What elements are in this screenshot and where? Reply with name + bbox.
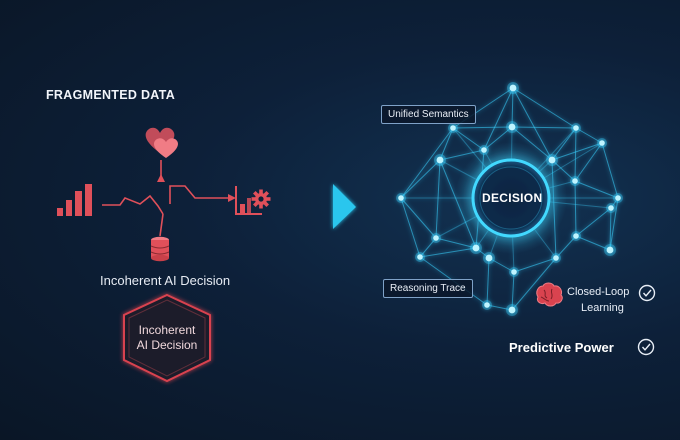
database-icon [150,236,170,262]
network-edge [511,271,515,311]
network-node [571,123,581,133]
network-node [396,193,406,203]
network-node [479,145,489,155]
network-edge [483,87,514,151]
network-node [431,233,441,243]
hexagon-label-line1: Incoherent [138,323,196,337]
network-edge [574,180,577,237]
network-edge [439,149,485,161]
network-node [448,123,458,133]
decision-core [455,142,567,254]
network-edge [400,197,437,239]
network-edge [511,257,557,311]
reasoning-trace-tag: Reasoning Trace [383,279,473,298]
network-node [509,267,519,277]
network-node [506,121,518,133]
check-circle-icon [638,284,656,302]
network-node [570,176,580,186]
transition-divider [333,80,356,395]
closed-loop-label-line2: Learning [581,302,624,314]
network-edge [551,127,577,161]
network-edge [511,126,577,129]
network-node [483,252,495,264]
network-node [470,242,482,254]
network-edge [601,142,619,199]
network-edge [551,142,603,161]
fragmented-connectors [102,160,230,237]
incoherent-hexagon [123,293,211,383]
network-edge [435,159,441,239]
network-edge [486,257,490,306]
fragmented-data-title: FRAGMENTED DATA [46,88,176,102]
network-edge [575,127,603,144]
network-node [482,300,492,310]
network-edge [575,207,612,237]
network-node [415,252,425,262]
network-node [546,154,558,166]
arrow-up-icon [157,174,165,182]
predictive-power-label: Predictive Power [509,340,614,355]
bar-chart-icon [57,184,92,216]
play-arrow-icon [333,184,356,229]
network-node [604,244,616,256]
connector-arrowheads [157,174,236,202]
network-node [597,138,607,148]
network-edge [452,126,513,129]
brain-icon [536,282,563,307]
network-edge [435,237,477,249]
network-edge [511,87,514,128]
network-edge [512,87,577,129]
network-edge [609,207,612,251]
incoherent-decision-caption: Incoherent AI Decision [100,273,231,288]
network-node [571,231,581,241]
closed-loop-label-line1: Closed-Loop [567,286,630,298]
network-edge [419,247,477,258]
network-node [551,253,561,263]
network-node [613,193,623,203]
network-node [606,203,616,213]
arrow-right-icon [228,194,236,202]
network-edge [609,197,619,251]
network-node [434,154,446,166]
network-edge [483,126,513,151]
network-edge [574,127,577,182]
network-edge [513,257,557,273]
network-edge [400,127,454,199]
chart-gear-icon [235,186,271,215]
hexagon-label-line2: AI Decision [136,338,198,352]
network-node [506,304,518,316]
network-edge [574,180,619,199]
heart-icon [145,127,178,158]
network-edge [512,87,553,161]
network-edge [575,235,611,251]
check-circle-icon [637,338,655,356]
network-edge [452,127,485,151]
network-edge [400,197,421,258]
decision-core-label: DECISION [482,191,543,205]
network-nodes [396,82,623,316]
network-edge [574,142,603,182]
network-edge [400,159,441,199]
network-node [507,82,519,94]
unified-semantics-tag: Unified Semantics [381,105,476,124]
